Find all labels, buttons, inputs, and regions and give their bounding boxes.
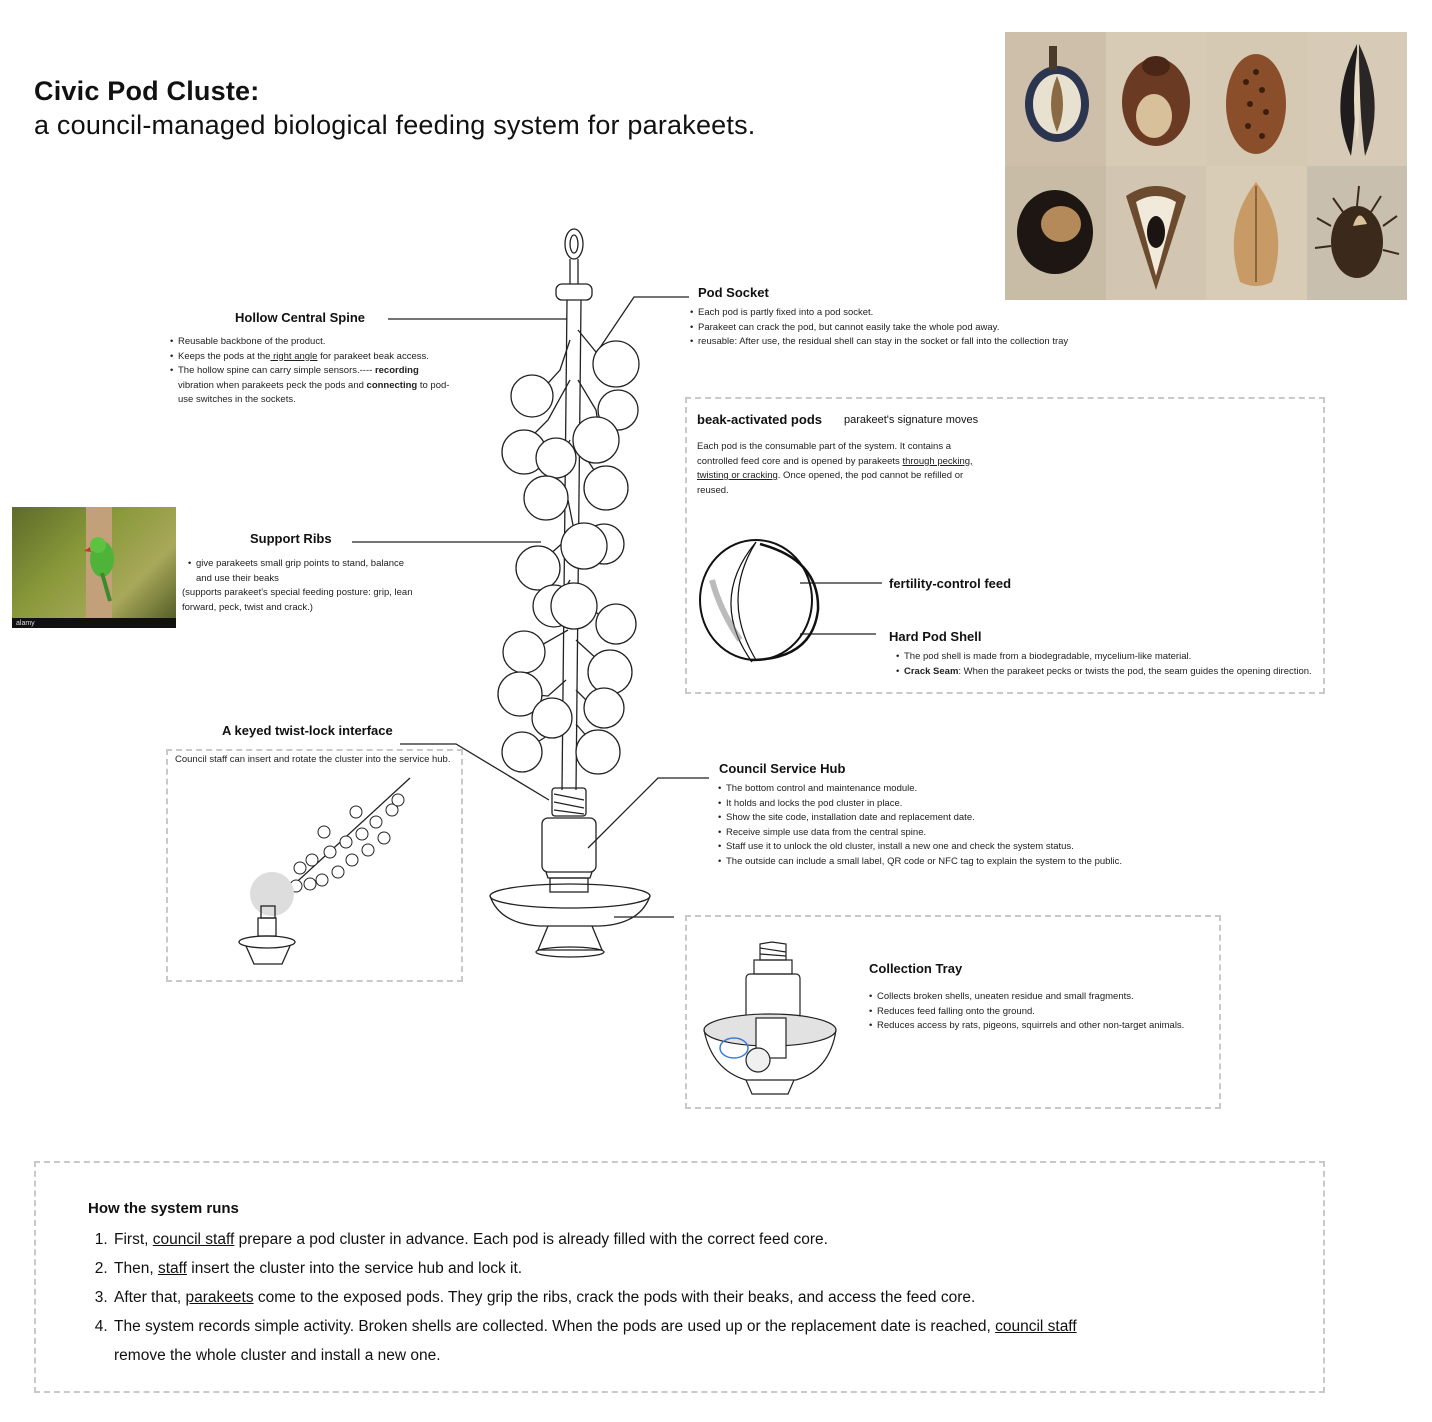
tray-description: Collects broken shells, uneaten residue …	[859, 990, 1199, 1034]
hub-bullet-5: Staff use it to unlock the old cluster, …	[718, 840, 1148, 855]
step-2-actor: staff	[158, 1260, 187, 1277]
step-3-actor: parakeets	[186, 1289, 254, 1306]
beak-heading: beak-activated pods	[697, 412, 822, 427]
socket-bullet-3: reusable: After use, the residual shell …	[690, 335, 1080, 350]
beak-note: parakeet's signature moves	[844, 414, 978, 426]
socket-bullet-1: Each pod is partly fixed into a pod sock…	[690, 306, 1080, 321]
hub-bullet-1: The bottom control and maintenance modul…	[718, 782, 1148, 797]
spine-bullet-1: Reusable backbone of the product.	[178, 336, 325, 347]
hub-description: The bottom control and maintenance modul…	[708, 782, 1148, 869]
ribs-note: (supports parakeet's special feeding pos…	[182, 586, 422, 615]
spine-bullet-2b: for parakeet beak access.	[317, 351, 428, 362]
shell-description: The pod shell is made from a biodegradab…	[886, 650, 1316, 679]
hub-bullet-3: Show the site code, installation date an…	[718, 811, 1148, 826]
socket-description: Each pod is partly fixed into a pod sock…	[680, 306, 1080, 350]
step-2: Then, staff insert the cluster into the …	[112, 1254, 1112, 1283]
hub-bullet-2: It holds and locks the pod cluster in pl…	[718, 797, 1148, 812]
ribs-heading: Support Ribs	[250, 531, 332, 546]
step-4: The system records simple activity. Brok…	[112, 1312, 1112, 1370]
beak-description: Each pod is the consumable part of the s…	[697, 440, 979, 498]
socket-heading: Pod Socket	[698, 285, 769, 300]
shell-bullet-1: The pod shell is made from a biodegradab…	[896, 650, 1316, 665]
twist-heading: A keyed twist-lock interface	[222, 723, 393, 738]
system-steps: How the system runs First, council staff…	[88, 1200, 1112, 1370]
twist-caption: Council staff can insert and rotate the …	[175, 753, 450, 768]
steps-heading: How the system runs	[88, 1200, 1112, 1217]
spine-bullet-3a: The hollow spine can carry simple sensor…	[178, 365, 375, 376]
feed-label: fertility-control feed	[889, 576, 1011, 591]
ribs-description: give parakeets small grip points to stan…	[182, 557, 422, 615]
shell-bullet-2-bold: Crack Seam	[904, 666, 958, 677]
step-3: After that, parakeets come to the expose…	[112, 1283, 1112, 1312]
spine-heading: Hollow Central Spine	[235, 310, 365, 325]
step-4-actor: council staff	[995, 1318, 1077, 1335]
shell-bullet-2: : When the parakeet pecks or twists the …	[958, 666, 1311, 677]
tray-bullet-2: Reduces feed falling onto the ground.	[869, 1005, 1199, 1020]
step-1-actor: council staff	[153, 1231, 235, 1248]
spine-bullet-3-bold-1: recording	[375, 365, 419, 376]
hub-bullet-6: The outside can include a small label, Q…	[718, 855, 1148, 870]
socket-bullet-2: Parakeet can crack the pod, but cannot e…	[690, 321, 1080, 336]
step-1: First, council staff prepare a pod clust…	[112, 1225, 1112, 1254]
tray-heading: Collection Tray	[869, 961, 962, 976]
tray-bullet-1: Collects broken shells, uneaten residue …	[869, 990, 1199, 1005]
spine-bullet-2a: Keeps the pods at the	[178, 351, 270, 362]
hub-heading: Council Service Hub	[719, 761, 845, 776]
spine-description: Reusable backbone of the product. Keeps …	[160, 335, 450, 408]
spine-bullet-2-underline: right angle	[270, 351, 317, 362]
spine-bullet-3-bold-2: connecting	[367, 380, 418, 391]
ribs-bullet-1: give parakeets small grip points to stan…	[188, 557, 422, 586]
tray-bullet-3: Reduces access by rats, pigeons, squirre…	[869, 1019, 1199, 1034]
shell-heading: Hard Pod Shell	[889, 629, 981, 644]
spine-bullet-3c: vibration when parakeets peck the pods a…	[178, 380, 367, 391]
hub-bullet-4: Receive simple use data from the central…	[718, 826, 1148, 841]
